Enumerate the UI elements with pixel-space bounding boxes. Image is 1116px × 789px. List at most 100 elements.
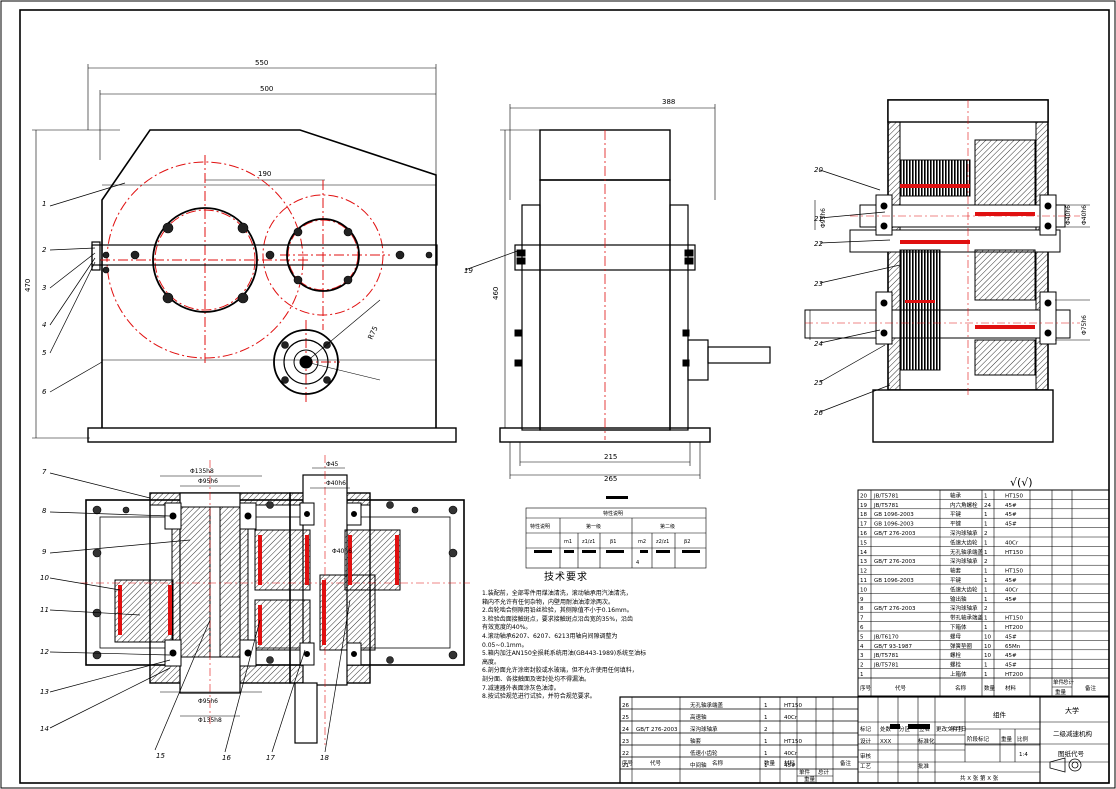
leader-6: 6	[42, 388, 47, 396]
dim-b-135h8-b: Φ135h8	[198, 717, 222, 724]
parts-right-cell: 带孔轴承端盖	[950, 614, 984, 622]
parts-bottom-cell: 高速轴	[690, 713, 707, 721]
pb-h-qty: 数量	[764, 759, 776, 767]
parts-right-cell: 45#	[1005, 578, 1017, 584]
top-view-dims: Φ135h8 Φ95h6 Φ40h6 Φ45 Φ40h6 Φ95h6 Φ135h…	[190, 461, 352, 724]
dim-r-c: Φ75h6	[1081, 315, 1088, 335]
parts-right-cell: 1	[984, 493, 988, 499]
parts-right-cell: 平键	[950, 576, 962, 584]
roughness-symbol: √(√)	[1010, 476, 1033, 489]
pr-h-name: 名称	[955, 684, 967, 692]
parts-right-cell: 19	[860, 503, 867, 509]
dim-b-95h6: Φ95h6	[198, 478, 218, 485]
tb-design: 设计	[860, 737, 872, 745]
parts-right-cell: 13	[860, 559, 867, 565]
parts-right-cell: 65Mn	[1005, 644, 1021, 650]
tb-change: 更改文件号	[936, 725, 964, 733]
parts-right-cell: 1	[984, 522, 988, 528]
parts-bottom-cell: 23	[622, 739, 629, 745]
tb-stage: 阶段标记	[967, 735, 990, 743]
parts-bottom-cell: 21	[622, 763, 629, 769]
pr-h-mat: 材料	[1005, 684, 1017, 692]
parts-bottom-cell: 40Cr	[784, 751, 798, 757]
tech-line-2: 箱内不允许有任何杂物，内壁用耐油油漆涂两次。	[482, 598, 615, 606]
parts-bottom-cell: 轴套	[690, 737, 702, 745]
dim-470: 470	[24, 279, 32, 292]
parts-right-cell: 4	[860, 644, 864, 650]
pb-h-unit: 单件	[799, 768, 811, 776]
parts-right-cell: 2	[860, 663, 864, 669]
leader-18: 18	[320, 754, 329, 762]
parts-right-cell: GB/T 276-2003	[874, 606, 916, 612]
dim-b-40h6-top: Φ40h6	[326, 480, 346, 487]
leader-9: 9	[42, 548, 47, 556]
parts-right-cell: 1	[984, 625, 988, 631]
parts-bottom-cell: 26	[622, 703, 629, 709]
tech-title: 技术要求	[544, 572, 588, 583]
parts-right-cell: 7	[860, 616, 864, 622]
tech-line-3: 2.齿轮啮合侧隙用铅丝检验，其侧隙值不小于0.16mm。	[482, 607, 633, 615]
parts-right-cell: HT150	[1005, 550, 1023, 556]
dim-388: 388	[662, 98, 675, 106]
mesh-title: 特性说明	[603, 510, 623, 517]
parts-right-cell: 深沟球轴承	[950, 529, 978, 537]
parts-right-cell: 11	[860, 578, 867, 584]
parts-right-cell: JB/T5781	[873, 663, 899, 669]
pb-h-name: 名称	[712, 759, 724, 767]
parts-right-cell: 1	[860, 672, 864, 678]
tb-check: 审核	[860, 752, 872, 760]
dim-500: 500	[260, 85, 273, 93]
mesh-sub-2: z1/z1	[582, 539, 595, 545]
parts-right-cell: 5	[860, 634, 864, 640]
mesh-group1: 第一级	[586, 523, 601, 530]
tech-line-7: 0.05~0.1mm。	[482, 641, 528, 649]
tech-line-13: 8.按试验规范进行试验，并符合规范要求。	[482, 693, 596, 701]
dim-b-135h8: Φ135h8	[190, 468, 214, 475]
parts-right-cell: 6	[860, 625, 864, 631]
parts-right-cell: 18	[860, 512, 867, 518]
parts-right-cell: 15	[860, 540, 867, 546]
parts-right-cell: 低速大齿轮	[950, 538, 978, 546]
leader-19: 19	[464, 267, 473, 275]
pr-h-total: 总计	[1063, 678, 1075, 686]
tb-process: 工艺	[860, 763, 872, 770]
dim-r-a: Φ40h6	[1081, 205, 1088, 225]
parts-right-cell: HT200	[1005, 625, 1023, 631]
pr-h-code: 代号	[895, 684, 907, 692]
leader-10: 10	[40, 574, 49, 582]
parts-bottom-cell: 中间轴	[690, 761, 707, 769]
parts-right-cell: 1	[984, 663, 988, 669]
parts-right-cell: 1	[984, 569, 988, 575]
parts-right-cell: HT200	[1005, 672, 1023, 678]
front-view-dims: 550 500 190 470 R75	[24, 59, 380, 341]
tech-line-8: 5.箱内加注AN150全损耗系统用油(GB443-1989)系统至油标	[482, 650, 647, 658]
mesh-val: 4	[636, 560, 639, 566]
dim-550: 550	[255, 59, 268, 67]
parts-right-cell: 螺栓	[950, 651, 962, 659]
pr-h-qty: 数量	[984, 684, 996, 692]
parts-bottom-cell: HT150	[784, 739, 802, 745]
parts-right-cell: GB/T 276-2003	[874, 559, 916, 565]
tech-line-6: 4.滚动轴承6207、6207、6213用轴向间隙调整为	[482, 632, 618, 640]
dim-190: 190	[258, 170, 271, 178]
mesh-sub-1: m1	[564, 539, 572, 545]
tb-approve: 批准	[918, 762, 930, 770]
dim-b-40h6-mid: Φ40h6	[332, 548, 352, 555]
tech-line-5: 有效宽度的40%。	[482, 624, 532, 632]
parts-right-cell: 低速大齿轮	[950, 585, 978, 593]
mesh-sub-3: β1	[610, 539, 616, 545]
parts-right-cell: 下箱体	[950, 623, 967, 631]
pb-h-weight: 重量	[804, 775, 816, 783]
parts-right-cell: 45#	[1005, 663, 1017, 669]
parts-bottom-cell: 低速小齿轮	[690, 749, 718, 757]
parts-right-cell: 螺栓	[950, 661, 962, 669]
dim-215: 215	[604, 453, 617, 461]
tb-drawing-name: 二级减速机构	[1053, 729, 1093, 738]
parts-bottom-cell: 1	[764, 715, 768, 721]
leader-20: 20	[814, 166, 823, 174]
leader-7: 7	[42, 468, 47, 476]
parts-right-cell: 1	[984, 672, 988, 678]
top-section-view	[80, 455, 470, 745]
parts-right-cell: 16	[860, 531, 867, 537]
parts-bottom-cell: 25	[622, 715, 629, 721]
